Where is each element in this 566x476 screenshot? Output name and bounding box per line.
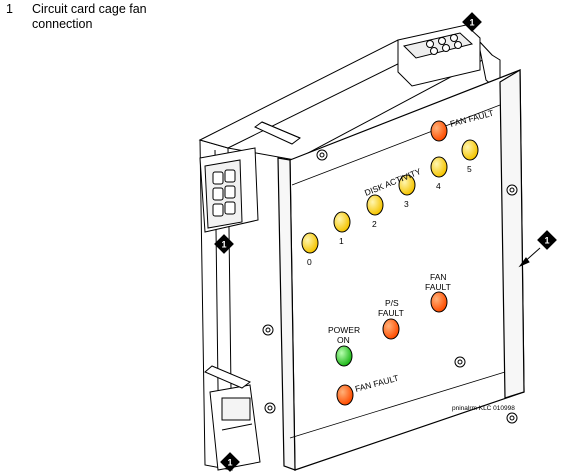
led-ps-fault xyxy=(382,318,400,340)
svg-text:1: 1 xyxy=(221,240,226,250)
callout-badge-right: 1 xyxy=(537,230,557,250)
label-fan-fault-mid-1: FAN xyxy=(430,272,447,282)
svg-text:1: 1 xyxy=(469,18,474,28)
svg-text:1: 1 xyxy=(227,458,232,468)
led-disk-1 xyxy=(333,211,351,233)
label-ps-fault-2: FAULT xyxy=(378,308,404,318)
panel-screws xyxy=(262,149,518,424)
bottom-fan-connector xyxy=(209,384,261,471)
screw xyxy=(509,187,515,193)
front-panel xyxy=(277,68,525,471)
led-disk-4 xyxy=(430,156,448,178)
screw xyxy=(267,405,273,411)
label-ps-fault-1: P/S xyxy=(385,298,399,308)
led-disk-5 xyxy=(461,139,479,161)
led-disk-3 xyxy=(398,174,416,196)
screw xyxy=(319,152,325,158)
leds xyxy=(301,120,479,406)
callout-badge-bottom: 1 xyxy=(220,452,240,472)
label-disk-0: 0 xyxy=(307,257,312,267)
callout-badge-top: 1 xyxy=(462,12,482,32)
led-fan-fault-bottom xyxy=(336,384,354,406)
legend-text: Circuit card cage fan connection xyxy=(32,2,147,31)
label-power-on-2: ON xyxy=(337,335,350,345)
top-fan-connector xyxy=(397,24,481,87)
label-disk-4: 4 xyxy=(436,181,441,191)
label-power-on-1: POWER xyxy=(328,325,360,335)
callout-arrow xyxy=(518,247,541,268)
label-fan-fault-mid-2: FAULT xyxy=(425,282,451,292)
label-disk-1: 1 xyxy=(339,236,344,246)
label-disk-2: 2 xyxy=(372,219,377,229)
screw xyxy=(265,327,271,333)
legend-number: 1 xyxy=(6,2,13,16)
lower-rail xyxy=(204,365,251,389)
screw xyxy=(509,415,515,421)
label-disk-3: 3 xyxy=(404,199,409,209)
led-fan-fault-mid xyxy=(430,291,448,313)
reference-id: pninalrm KLC 010998 xyxy=(452,405,515,412)
led-disk-2 xyxy=(366,194,384,216)
led-fan-fault-top xyxy=(430,120,448,142)
label-disk-5: 5 xyxy=(467,164,472,174)
led-power-on xyxy=(335,345,353,367)
screw xyxy=(457,359,463,365)
side-fan-connector xyxy=(199,147,259,233)
led-disk-0 xyxy=(301,232,319,254)
svg-text:1: 1 xyxy=(544,236,549,246)
